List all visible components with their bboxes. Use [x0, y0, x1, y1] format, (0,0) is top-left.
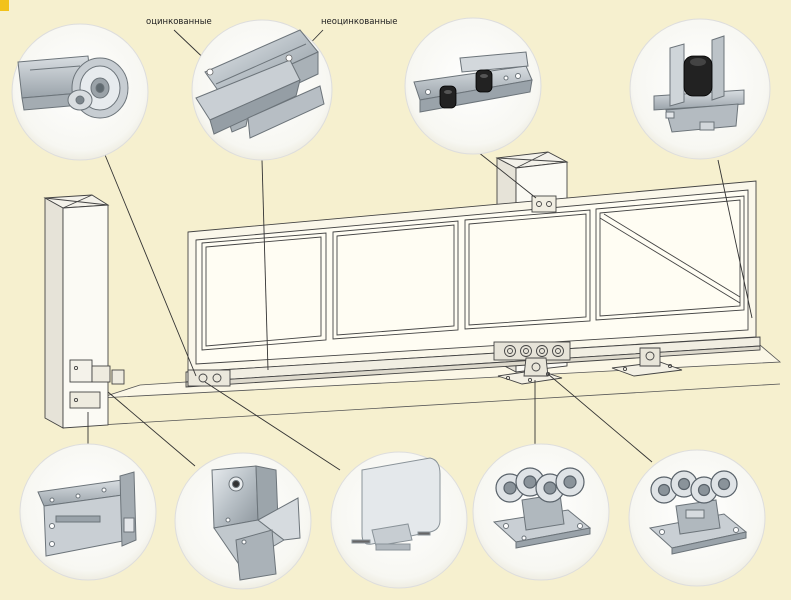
detail-lower-catcher — [19, 443, 157, 581]
detail-upper-guide-rollers — [404, 17, 542, 155]
detail-end-roller — [11, 23, 149, 161]
detail-upper-catcher — [629, 18, 771, 160]
detail-roller-carriage-front — [472, 443, 610, 581]
detail-guide-rail-profile — [191, 19, 333, 161]
detail-end-catcher — [174, 452, 312, 590]
leader-lines — [87, 29, 753, 471]
label-galvanized: оцинкованные — [146, 17, 212, 27]
label-non-galvanized: неоцинкованные — [321, 17, 397, 27]
corner-mark — [0, 0, 9, 11]
sliding-gate — [69, 180, 761, 409]
detail-end-cap — [330, 451, 468, 589]
detail-roller-carriage-rear — [628, 449, 766, 587]
